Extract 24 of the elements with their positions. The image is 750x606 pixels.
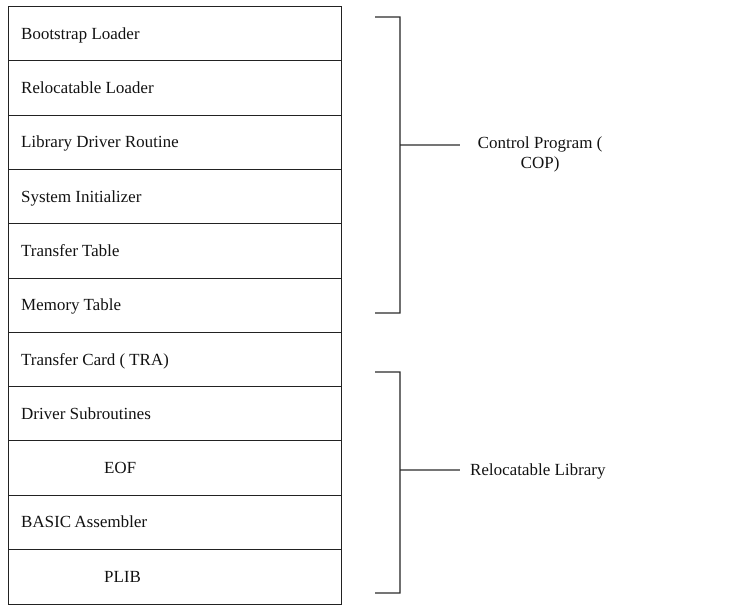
group-label: Control Program ( COP)	[476, 133, 604, 173]
row-label: Memory Table	[21, 295, 121, 316]
group-label: Relocatable Library	[470, 460, 606, 480]
table-row	[8, 278, 342, 334]
table-row	[8, 60, 342, 116]
row-label: Transfer Table	[21, 240, 120, 261]
table-row	[8, 114, 342, 170]
row-label: BASIC Assembler	[21, 512, 148, 532]
row-label: System Initializer	[21, 186, 142, 207]
row-label: Library Driver Routine	[21, 132, 179, 152]
table-row	[8, 549, 342, 605]
table-row	[8, 332, 342, 388]
table-row	[8, 386, 342, 442]
row-label: Relocatable Loader	[21, 78, 154, 98]
row-label: Driver Subroutines	[21, 404, 151, 424]
row-label: Bootstrap Loader	[21, 24, 140, 44]
table-row	[8, 494, 342, 550]
table-row	[8, 168, 342, 224]
table-row	[8, 6, 342, 62]
row-label: Transfer Card ( TRA)	[21, 350, 169, 370]
row-label: PLIB	[104, 566, 141, 587]
table-row	[8, 440, 342, 496]
row-label: EOF	[104, 458, 136, 478]
table-row	[8, 223, 342, 279]
